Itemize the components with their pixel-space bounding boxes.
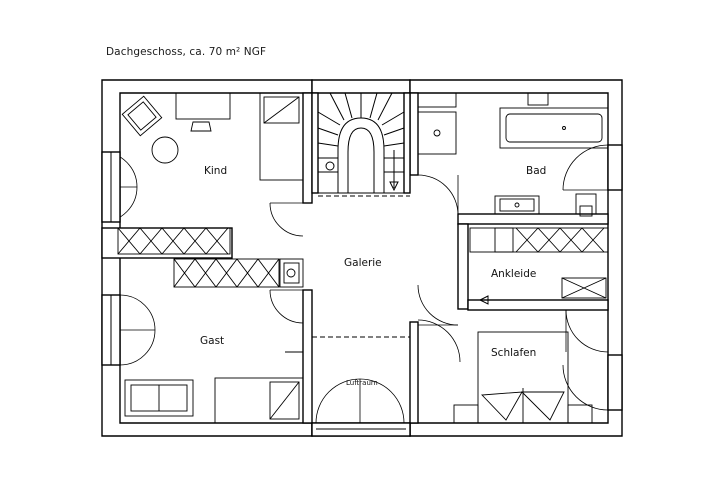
- room-labels: Kind Bad Galerie Ankleide Gast Schlafen …: [200, 165, 546, 387]
- room-galerie: [311, 336, 411, 437]
- room-kind: [101, 92, 304, 237]
- label-ankleide: Ankleide: [491, 268, 536, 280]
- staircase: [317, 92, 410, 197]
- room-schlafen: [417, 309, 623, 424]
- room-ankleide: [417, 227, 609, 326]
- label-gast: Gast: [200, 335, 224, 347]
- label-luftraum: Luftraum: [346, 379, 378, 387]
- plan-title: Dachgeschoss, ca. 70 m² NGF: [106, 46, 267, 58]
- room-gast: [101, 258, 304, 424]
- label-bad: Bad: [526, 165, 546, 177]
- room-bad: [417, 92, 623, 217]
- kind-wardrobe: [117, 227, 231, 255]
- label-galerie: Galerie: [344, 257, 382, 269]
- label-schlafen: Schlafen: [491, 347, 536, 359]
- label-kind: Kind: [204, 165, 227, 177]
- interior-walls: [101, 92, 609, 424]
